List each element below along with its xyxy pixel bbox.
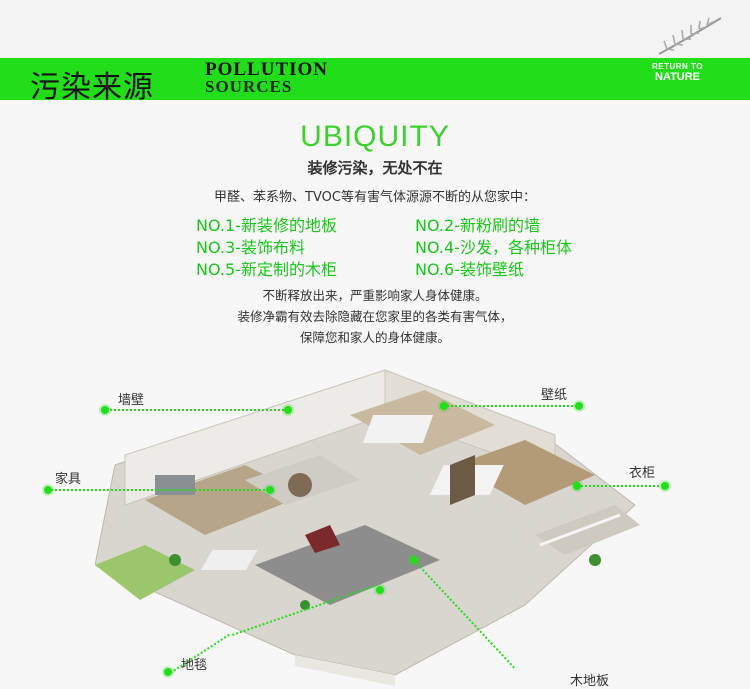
callout-wall: 墙壁 — [118, 393, 145, 408]
source-item-1: NO.1-新装修的地板 — [196, 216, 337, 235]
banner-title-en: POLLUTION SOURCES — [205, 59, 329, 96]
carpet-marker — [164, 668, 172, 676]
callout-wood-floor: 木地板 — [570, 674, 610, 689]
carpet-target-marker — [376, 586, 384, 594]
section-banner: 污染来源 POLLUTION SOURCES RETURN TO NATURE — [0, 58, 750, 105]
furniture-leader-line — [48, 489, 268, 491]
fern-leaf-icon — [658, 17, 722, 55]
wardrobe-leader-line — [577, 485, 663, 487]
callout-wardrobe: 衣柜 — [629, 466, 656, 481]
description-line-2: 装修净霸有效去除隐藏在您家里的各类有害气体， — [237, 309, 513, 324]
banner-title-en-line1: POLLUTION — [205, 59, 329, 80]
intro-text: 甲醛、苯系物、TVOC等有害气体源源不断的从您家中： — [214, 190, 536, 205]
source-item-6: NO.6-装饰壁纸 — [415, 260, 524, 279]
wallpaper-marker — [575, 402, 583, 410]
source-item-5: NO.5-新定制的木柜 — [196, 260, 337, 279]
brand-logo: RETURN TO NATURE — [652, 61, 703, 83]
wall-target-marker — [284, 406, 292, 414]
house-floorplan-illustration — [95, 369, 640, 686]
wood-floor-target-marker — [410, 556, 418, 564]
wall-leader-line — [105, 409, 288, 411]
wardrobe-marker — [661, 482, 669, 490]
callout-wallpaper: 壁纸 — [541, 388, 568, 403]
banner-title-en-line2: SOURCES — [205, 77, 293, 96]
brand-line1: RETURN TO — [652, 62, 704, 71]
description-line-1: 不断释放出来，严重影响家人身体健康。 — [262, 288, 488, 303]
headline: UBIQUITY — [300, 120, 450, 153]
callout-carpet: 地毯 — [181, 658, 208, 673]
banner-title-cn: 污染来源 — [30, 70, 154, 105]
furniture-target-marker — [266, 486, 274, 494]
source-item-3: NO.3-装饰布料 — [196, 238, 305, 257]
description-line-3: 保障您和家人的身体健康。 — [299, 330, 450, 345]
wallpaper-leader-line — [444, 405, 580, 407]
subtitle: 装修污染，无处不在 — [307, 159, 443, 177]
callout-furniture: 家具 — [55, 472, 82, 487]
source-item-2: NO.2-新粉刷的墙 — [415, 216, 540, 235]
brand-line2: NATURE — [655, 71, 701, 83]
top-strip — [0, 0, 750, 58]
source-item-4: NO.4-沙发，各种柜体 — [415, 238, 572, 257]
